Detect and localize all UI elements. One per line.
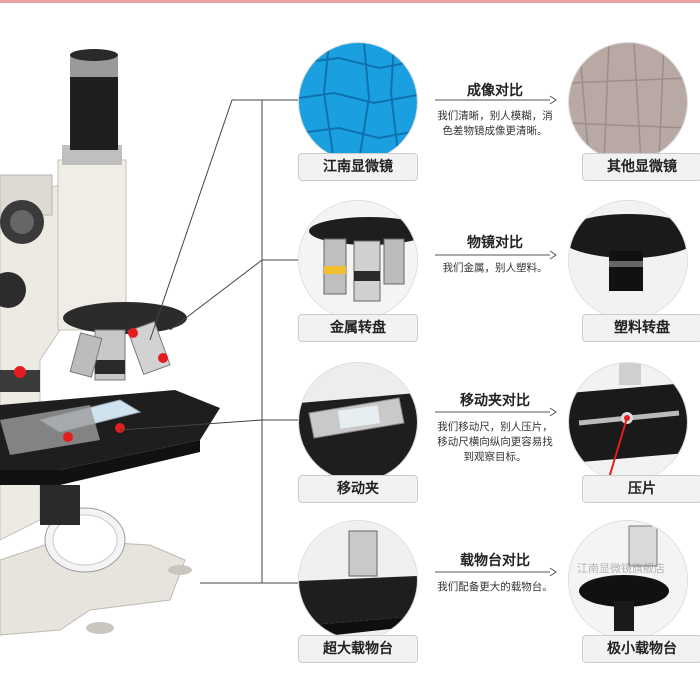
comparison-desc: 我们移动尺，别人压片，移动尺横向纵向更容易找到观察目标。 xyxy=(437,421,553,463)
right-sample-image xyxy=(568,42,688,162)
right-sample-image xyxy=(568,362,688,482)
right-label: 极小载物台 xyxy=(582,635,700,663)
right-label: 其他显微镜 xyxy=(582,153,700,181)
comparison-desc: 我们配备更大的载物台。 xyxy=(437,581,553,593)
right-label: 压片 xyxy=(582,475,700,503)
comparison-title: 载物台对比 xyxy=(460,553,530,569)
microscope-illustration xyxy=(0,49,220,636)
comparison-desc: 我们清晰，别人模糊，消色差物镜成像更清晰。 xyxy=(437,110,553,137)
left-sample-image xyxy=(298,200,418,320)
comparison-desc: 我们金属，别人塑料。 xyxy=(442,262,548,274)
right-sample-image xyxy=(568,520,688,640)
left-sample-image xyxy=(298,520,418,640)
left-label: 江南显微镜 xyxy=(298,153,418,181)
watermark-text: 江南显微镜旗舰店 xyxy=(577,562,665,575)
top-border xyxy=(0,0,700,3)
left-label: 超大载物台 xyxy=(298,635,418,663)
left-label: 移动夹 xyxy=(298,475,418,503)
comparison-title: 移动夹对比 xyxy=(460,393,530,409)
left-sample-image xyxy=(298,42,418,162)
left-sample-image xyxy=(298,362,418,482)
right-sample-image xyxy=(568,200,688,320)
right-label: 塑料转盘 xyxy=(582,314,700,342)
left-label: 金属转盘 xyxy=(298,314,418,342)
comparison-title: 成像对比 xyxy=(467,83,523,99)
comparison-title: 物镜对比 xyxy=(467,235,523,251)
